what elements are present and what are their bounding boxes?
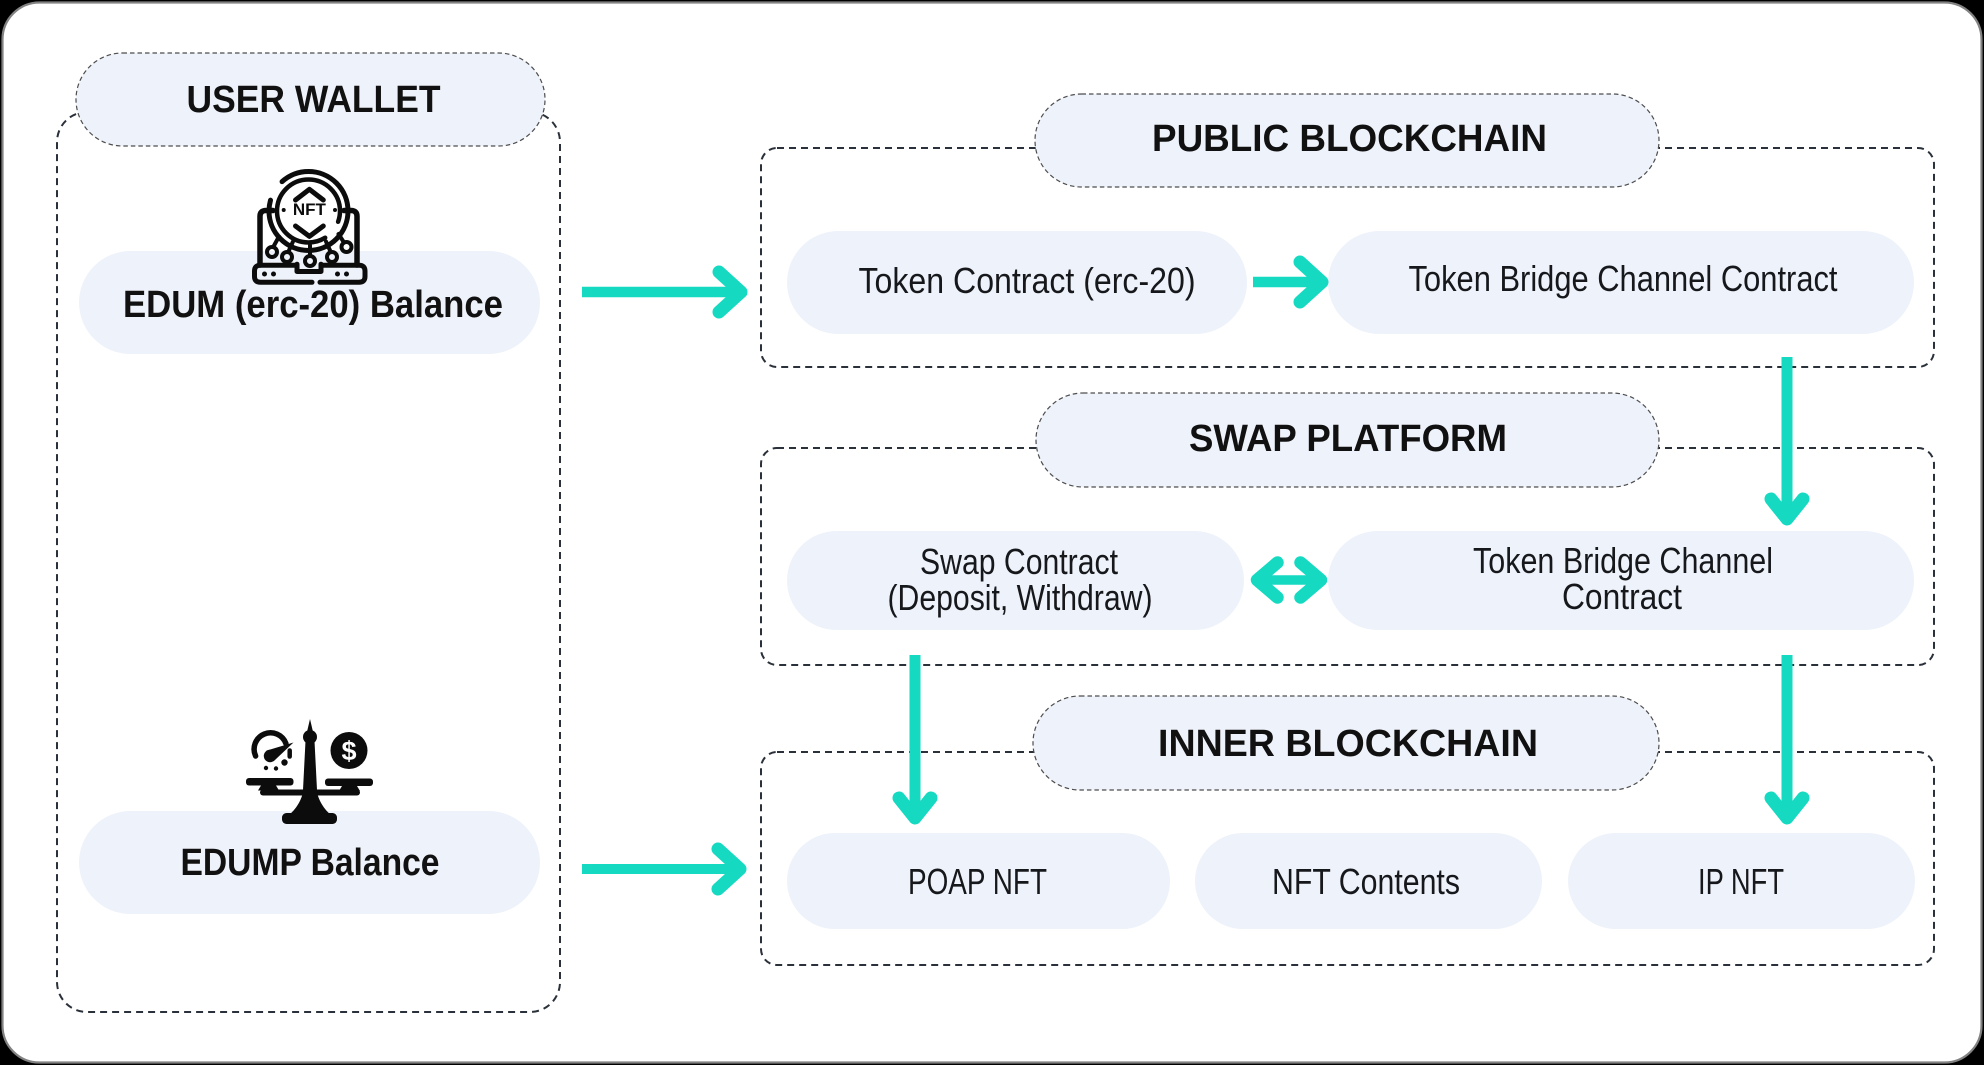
svg-text:EDUM (erc-20) Balance: EDUM (erc-20) Balance — [123, 284, 503, 326]
svg-text:SWAP PLATFORM: SWAP PLATFORM — [1189, 418, 1507, 460]
svg-text:NFT: NFT — [293, 201, 326, 219]
svg-text:Token Contract (erc-20): Token Contract (erc-20) — [859, 260, 1196, 301]
svg-text:Swap Contract: Swap Contract — [920, 541, 1118, 582]
svg-text:USER WALLET: USER WALLET — [187, 79, 441, 121]
svg-text:POAP NFT: POAP NFT — [908, 861, 1047, 902]
svg-text:EDUMP Balance: EDUMP Balance — [181, 842, 440, 884]
svg-text:Token Bridge Channel: Token Bridge Channel — [1473, 540, 1773, 581]
svg-text:Contract: Contract — [1562, 576, 1682, 617]
svg-text:INNER BLOCKCHAIN: INNER BLOCKCHAIN — [1158, 723, 1538, 765]
svg-text:NFT Contents: NFT Contents — [1272, 861, 1460, 902]
svg-text:PUBLIC BLOCKCHAIN: PUBLIC BLOCKCHAIN — [1152, 118, 1547, 160]
svg-text:$: $ — [341, 736, 356, 766]
svg-text:Token Bridge Channel Contract: Token Bridge Channel Contract — [1409, 258, 1838, 299]
svg-text:IP NFT: IP NFT — [1698, 861, 1784, 902]
svg-text:(Deposit, Withdraw): (Deposit, Withdraw) — [888, 577, 1153, 618]
